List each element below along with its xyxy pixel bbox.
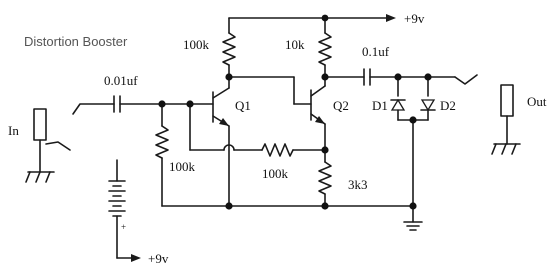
input-label: In [8, 123, 19, 138]
transistor-q2 [310, 76, 326, 125]
capacitor-output [324, 68, 478, 86]
ground-symbol [403, 221, 423, 231]
r-emitter-label: 3k3 [348, 177, 368, 192]
d2-label: D2 [440, 98, 456, 113]
supply-label: +9v [404, 11, 425, 26]
r-collector-q1-label: 100k [183, 37, 210, 52]
c-output-label: 0.1uf [362, 44, 390, 59]
feedback-wiring [189, 103, 326, 157]
resistor-q1-collector [222, 17, 236, 78]
c-input-label: 0.01uf [104, 73, 138, 88]
output-label: Out [527, 94, 547, 109]
q2-label: Q2 [333, 98, 349, 113]
resistor-q2-collector [318, 17, 332, 78]
battery-plus-label: + [121, 222, 126, 232]
diode-d1 [390, 76, 406, 121]
r-bias-label: 100k [169, 159, 196, 174]
transistor-q1 [212, 87, 230, 127]
diode-d2 [420, 76, 436, 121]
input-jack [25, 108, 71, 183]
resistor-bias [155, 103, 169, 207]
battery [108, 159, 141, 262]
output-jack [491, 84, 521, 155]
capacitor-input [72, 95, 214, 115]
junction-dots [158, 14, 432, 210]
diagram-title: Distortion Booster [24, 34, 128, 49]
r-feedback-label: 100k [262, 166, 289, 181]
resistor-emitter [318, 123, 332, 207]
r-collector-q2-label: 10k [285, 37, 305, 52]
q1-label: Q1 [235, 98, 251, 113]
d1-label: D1 [372, 98, 388, 113]
battery-supply-label: +9v [148, 251, 169, 266]
supply-rail [228, 14, 396, 22]
